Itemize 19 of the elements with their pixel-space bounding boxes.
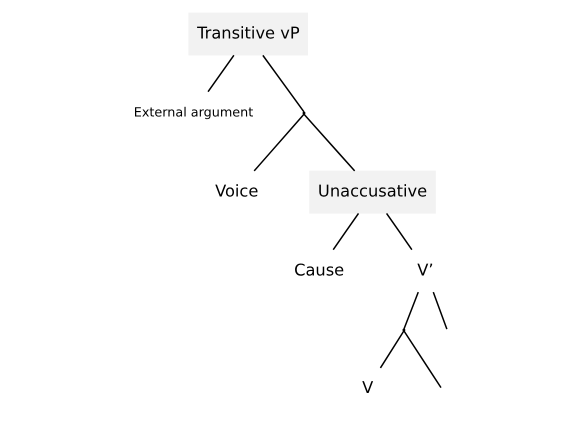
node-text: Voice [214, 181, 258, 200]
connector [385, 212, 412, 250]
node-text: Cause [294, 260, 344, 280]
connector [432, 292, 448, 330]
connector [262, 54, 304, 112]
connector [253, 114, 304, 172]
node-point [402, 328, 405, 332]
node-text: V’ [416, 260, 434, 280]
connector [402, 330, 442, 388]
connector [332, 212, 359, 250]
connector [206, 54, 234, 92]
connector [302, 114, 355, 172]
node-point [302, 112, 305, 114]
node-text: V [362, 378, 373, 398]
connector [379, 330, 404, 368]
connector [402, 292, 418, 330]
node-box: Unaccusative [308, 170, 436, 214]
node-box: Transitive vP [188, 12, 308, 56]
node-text: External argument [133, 105, 253, 120]
